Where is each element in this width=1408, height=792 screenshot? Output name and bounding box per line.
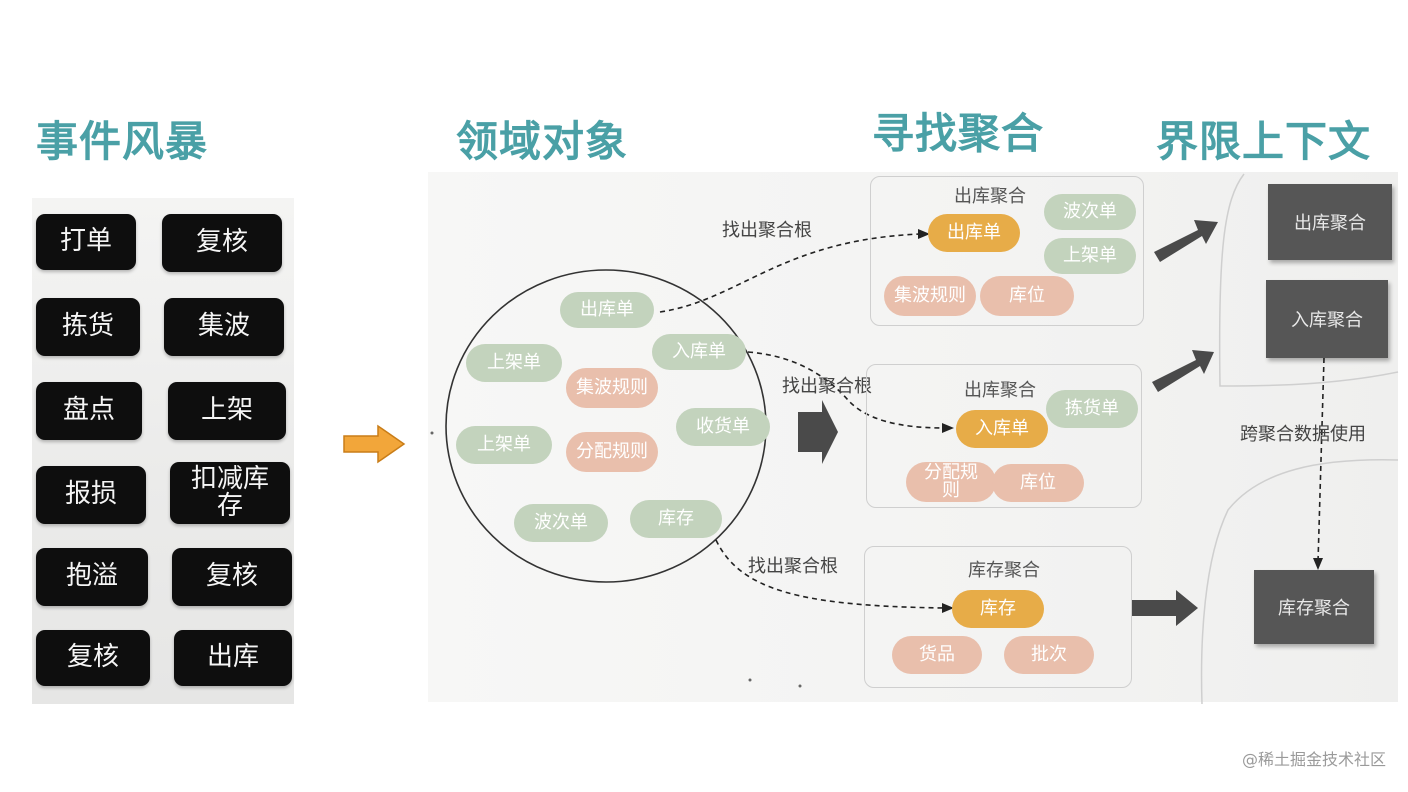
domain-object-pill: 收货单	[676, 408, 770, 446]
aggregate-item-pill: 库位	[992, 464, 1084, 502]
arrow-right-icon	[343, 424, 406, 464]
aggregate-item-pill: 上架单	[1044, 238, 1136, 274]
block-arrow	[1132, 590, 1198, 626]
domain-object-pill: 集波规则	[566, 368, 658, 408]
aggregate-item-pill: 波次单	[1044, 194, 1136, 230]
cross-aggregate-label: 跨聚合数据使用	[1240, 424, 1366, 445]
aggregate-item-pill: 分配规则	[906, 462, 996, 502]
event-card: 复核	[172, 548, 292, 606]
context-box-outbound: 出库聚合	[1268, 184, 1392, 260]
edge-label: 找出聚合根	[722, 220, 812, 241]
aggregate-item-pill: 批次	[1004, 636, 1094, 674]
watermark: @稀土掘金技术社区	[1241, 750, 1386, 769]
context-boundary-bottom	[1200, 459, 1399, 705]
aggregate-title: 出库聚合	[964, 380, 1036, 401]
event-card: 报损	[36, 466, 146, 524]
domain-object-pill: 上架单	[456, 426, 552, 464]
aggregate-box-outbound	[870, 176, 1144, 326]
event-card: 复核	[162, 214, 282, 272]
aggregate-item-pill: 集波规则	[884, 276, 976, 316]
heading-event-storming: 事件风暴	[36, 117, 209, 166]
event-card: 抱溢	[36, 548, 148, 606]
edge-label: 找出聚合根	[782, 376, 872, 397]
event-card: 复核	[36, 630, 150, 686]
heading-domain-objects: 领域对象	[456, 117, 629, 166]
domain-object-pill: 出库单	[560, 292, 654, 328]
aggregate-box-inbound	[866, 364, 1142, 508]
aggregate-item-pill: 货品	[892, 636, 982, 674]
domain-object-pill: 波次单	[514, 504, 608, 542]
event-card: 盘点	[36, 382, 142, 440]
aggregate-root-pill: 入库单	[956, 410, 1048, 448]
cross-aggregate-link	[1317, 357, 1325, 563]
context-box-inbound: 入库聚合	[1266, 280, 1388, 358]
aggregate-item-pill: 库位	[980, 276, 1074, 316]
dashed-link-inventory	[715, 539, 945, 609]
aggregate-box-inventory	[864, 546, 1132, 688]
event-card: 扣减库存	[170, 462, 290, 524]
block-arrow	[1154, 220, 1218, 262]
context-box-inventory: 库存聚合	[1254, 570, 1374, 644]
domain-object-pill: 上架单	[466, 344, 562, 382]
dashed-link-outbound	[659, 233, 921, 313]
heading-bounded-context: 界限上下文	[1156, 117, 1372, 166]
event-card: 集波	[164, 298, 284, 356]
event-storming-photo	[32, 198, 294, 704]
context-boundary-top	[1218, 173, 1399, 387]
aggregate-root-pill: 出库单	[928, 214, 1020, 252]
aggregate-title: 库存聚合	[968, 560, 1040, 581]
domain-object-pill: 入库单	[652, 334, 746, 370]
domain-object-pill: 分配规则	[566, 432, 658, 472]
edge-label: 找出聚合根	[748, 556, 838, 577]
block-arrow	[1152, 350, 1214, 392]
event-card: 上架	[168, 382, 286, 440]
event-card: 出库	[174, 630, 292, 686]
block-arrow	[798, 400, 838, 464]
heading-find-aggregate: 寻找聚合	[872, 109, 1045, 158]
domain-object-pill: 库存	[630, 500, 722, 538]
aggregate-title: 出库聚合	[954, 186, 1026, 207]
event-card: 打单	[36, 214, 136, 270]
aggregate-root-pill: 库存	[952, 590, 1044, 628]
event-card: 拣货	[36, 298, 140, 356]
aggregate-item-pill: 拣货单	[1046, 390, 1138, 428]
